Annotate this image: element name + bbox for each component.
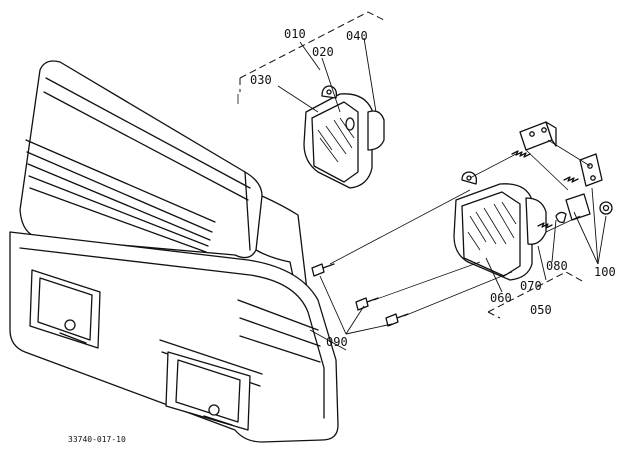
label-090: 090 bbox=[326, 335, 348, 349]
drawing-code: 33740-017-10 bbox=[68, 435, 126, 444]
leader-lines bbox=[277, 37, 607, 351]
top-work-lamp-group-010 bbox=[237, 11, 385, 189]
label-010: 010 bbox=[284, 27, 306, 41]
headlamp-group-050 bbox=[453, 171, 585, 319]
label-040: 040 bbox=[346, 29, 368, 43]
screws-and-springs bbox=[311, 150, 579, 327]
right-lamp-recess bbox=[165, 351, 251, 431]
label-100: 100 bbox=[594, 265, 616, 279]
mounting-brackets bbox=[519, 121, 613, 224]
part-labels: 010 020 040 030 080 100 070 060 050 090 bbox=[250, 27, 616, 349]
label-020: 020 bbox=[312, 45, 334, 59]
label-080: 080 bbox=[546, 259, 568, 273]
label-030: 030 bbox=[250, 73, 272, 87]
label-060: 060 bbox=[490, 291, 512, 305]
left-lamp-recess bbox=[29, 269, 101, 349]
hood-assembly bbox=[9, 60, 339, 443]
label-050: 050 bbox=[530, 303, 552, 317]
label-070: 070 bbox=[520, 279, 542, 293]
assembly-lines bbox=[329, 139, 591, 317]
